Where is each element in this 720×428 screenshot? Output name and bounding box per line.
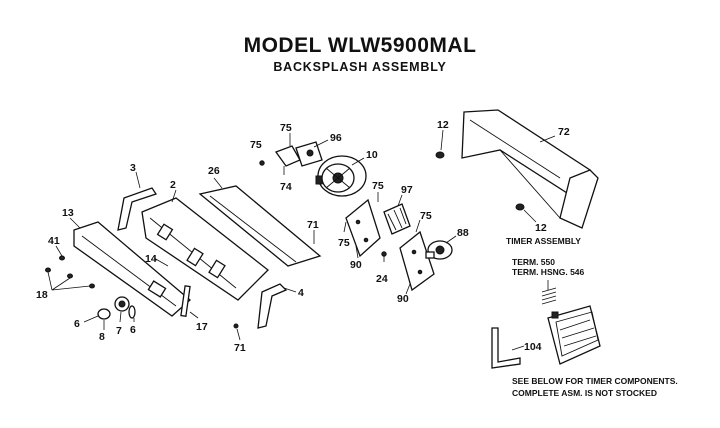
- callout-12-upper: 12: [437, 119, 449, 131]
- callout-71-lower: 71: [234, 342, 246, 354]
- footer-note-line1: SEE BELOW FOR TIMER COMPONENTS.: [512, 376, 678, 386]
- callout-74: 74: [280, 181, 292, 193]
- callout-75-e: 75: [420, 210, 432, 222]
- callout-3: 3: [130, 162, 136, 174]
- part-12-screw-upper: [435, 151, 445, 159]
- part-41-18-hardware: [45, 255, 95, 289]
- part-17-rod: [180, 285, 191, 318]
- timer-term-label: TERM. 550: [512, 257, 555, 267]
- callout-26: 26: [208, 165, 220, 177]
- part-75-screw-a: [259, 160, 265, 166]
- timer-assembly-label: TIMER ASSEMBLY: [506, 236, 581, 246]
- part-2-housing: [141, 197, 269, 301]
- timer-spring-part: [541, 287, 557, 305]
- part-90-bracket-upper: [345, 198, 381, 258]
- part-26-trim: [198, 185, 322, 267]
- callout-97: 97: [401, 184, 413, 196]
- model-title: MODEL WLW5900MAL: [243, 34, 477, 57]
- timer-housing-part: [547, 305, 601, 365]
- part-4-bracket: [257, 283, 288, 329]
- callout-75-d: 75: [338, 237, 350, 249]
- part-90-bracket-lower: [399, 230, 435, 292]
- part-13-front-panel: [73, 221, 191, 317]
- part-96-switch: [274, 141, 323, 167]
- callout-41: 41: [48, 235, 60, 247]
- part-88-selector: [425, 240, 453, 260]
- callout-71-upper: 71: [307, 219, 319, 231]
- callout-12-lower: 12: [535, 222, 547, 234]
- part-7-knob: [114, 296, 130, 312]
- callout-75-c: 75: [372, 180, 384, 192]
- callout-6-right: 6: [130, 324, 136, 336]
- callout-6-left: 6: [74, 318, 80, 330]
- callout-72: 72: [558, 126, 570, 138]
- callout-7: 7: [116, 325, 122, 337]
- callout-17: 17: [196, 321, 208, 333]
- callout-18: 18: [36, 289, 48, 301]
- part-72-rear-cover: [461, 109, 599, 229]
- part-97-switch: [383, 203, 411, 235]
- part-6-ring: [128, 305, 136, 319]
- part-71-screw-lower: [233, 323, 239, 329]
- part-8-washer: [97, 308, 111, 320]
- part-104-key: [491, 327, 521, 369]
- callout-88: 88: [457, 227, 469, 239]
- assembly-subtitle: BACKSPLASH ASSEMBLY: [273, 60, 447, 74]
- callout-10: 10: [366, 149, 378, 161]
- callout-14: 14: [145, 253, 157, 265]
- timer-term-hsng-label: TERM. HSNG. 546: [512, 267, 585, 277]
- callout-4: 4: [298, 287, 304, 299]
- callout-104: 104: [524, 341, 542, 353]
- part-12-screw-lower: [515, 203, 525, 211]
- part-24-clip: [381, 251, 387, 257]
- callout-2: 2: [170, 179, 176, 191]
- callout-96: 96: [330, 132, 342, 144]
- callout-24: 24: [376, 273, 388, 285]
- part-3-bracket: [117, 187, 158, 231]
- callout-75-a: 75: [280, 122, 292, 134]
- callout-8: 8: [99, 331, 105, 343]
- part-10-timer-dial: [315, 155, 367, 197]
- callout-75-b: 75: [250, 139, 262, 151]
- callout-13: 13: [62, 207, 74, 219]
- callout-90-lower: 90: [397, 293, 409, 305]
- footer-note-line2: COMPLETE ASM. IS NOT STOCKED: [512, 388, 657, 398]
- callout-90-upper: 90: [350, 259, 362, 271]
